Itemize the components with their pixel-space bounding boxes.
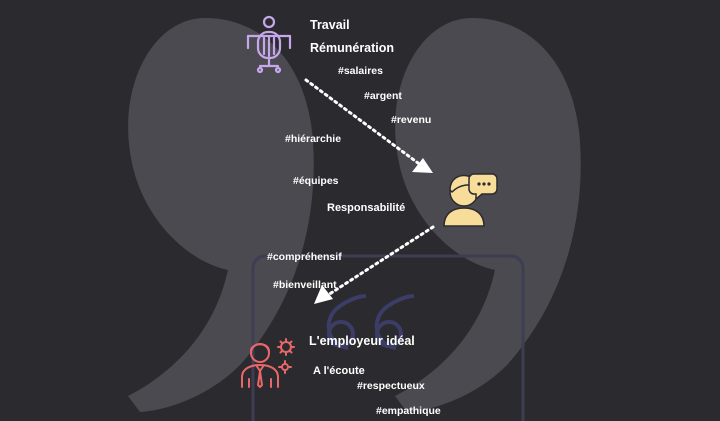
person-speech-bubble-icon [443,173,498,227]
label-travail: Travail [310,18,350,32]
label-employeur-ideal: L'employeur idéal [309,334,415,348]
tag-argent: #argent [364,90,402,102]
tag-respectueux: #respectueux [357,380,425,392]
arrow-head-person [412,158,433,173]
flow-arrows [304,78,435,304]
opening-quote-icon [326,294,415,350]
tag-hierarchie: #hiérarchie [285,133,342,145]
arrow-head-employer [314,285,333,304]
office-chair-desk-icon [246,15,292,74]
tag-revenu: #revenu [391,114,432,126]
label-remuneration: Rémunération [310,41,395,55]
tag-salaires: #salaires [338,65,383,77]
label-responsabilite: Responsabilité [327,202,406,214]
tag-empathique: #empathique [376,405,441,417]
tag-comprehensif: #compréhensif [267,251,342,263]
tag-bienveillant: #bienveillant [273,279,337,291]
arrow-person-to-employer [326,225,435,297]
label-a-lecoute: A l'écoute [313,365,365,377]
businessman-gear-icon [241,338,295,388]
closing-quote-icon [128,18,581,412]
tag-equipes: #équipes [293,175,339,187]
arrow-work-to-person [304,78,420,165]
